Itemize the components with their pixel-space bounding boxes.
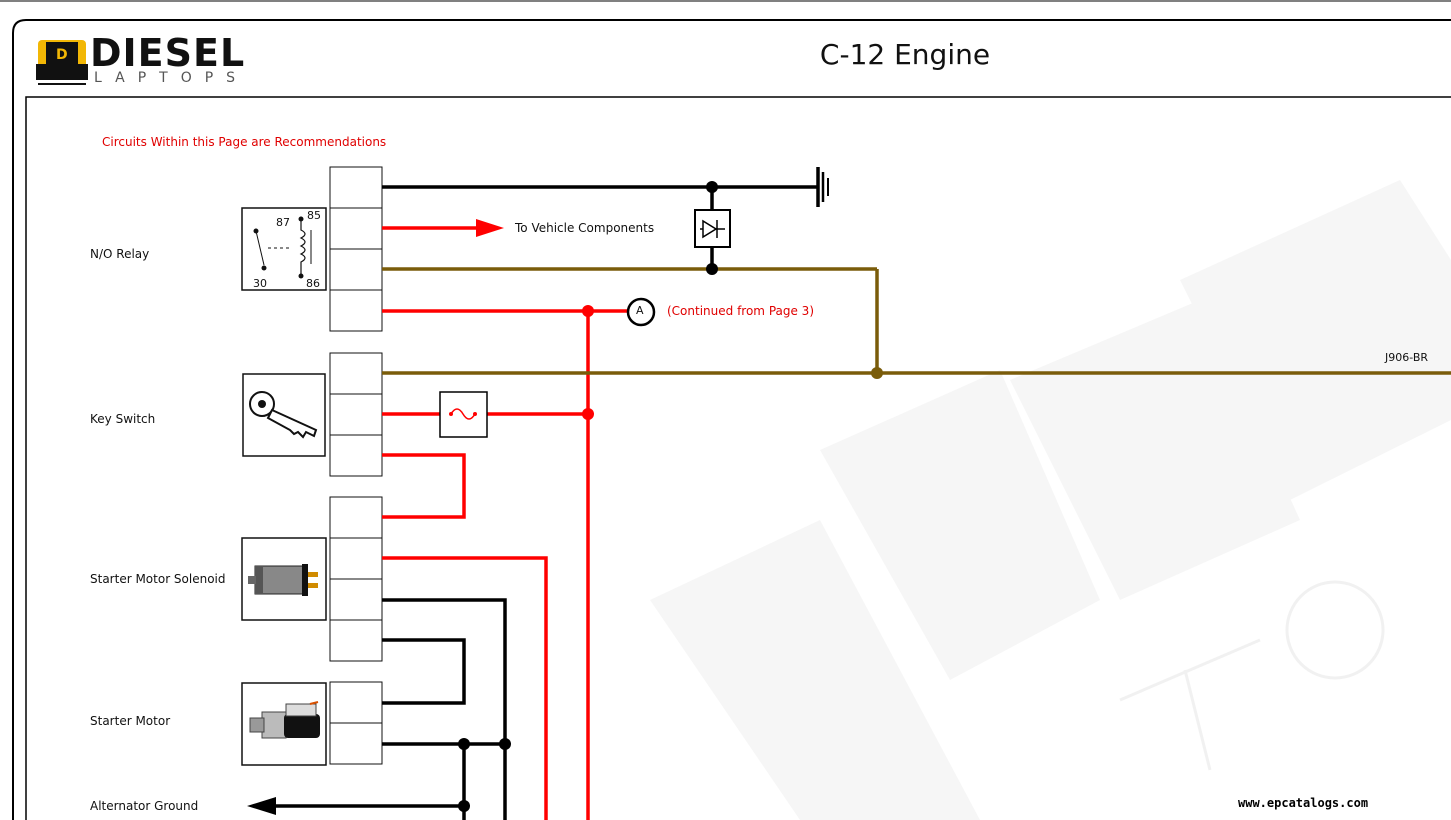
notice-text: Circuits Within this Page are Recommenda… — [102, 135, 387, 149]
relay-label: N/O Relay — [90, 247, 150, 261]
fuse-icon — [439, 391, 488, 438]
arrow-left-icon — [247, 797, 276, 815]
starter-motor-label: Starter Motor — [90, 714, 171, 728]
power-wires — [382, 226, 628, 820]
logo-wordmark: DIESEL — [90, 31, 246, 75]
arrow-right-icon — [476, 219, 504, 237]
relay-pin-87: 87 — [276, 216, 290, 229]
to-vehicle-label: To Vehicle Components — [515, 221, 655, 235]
svg-text:D: D — [56, 47, 68, 63]
solenoid-label: Starter Motor Solenoid — [90, 572, 226, 586]
junction-dots — [458, 181, 883, 812]
relay-icon — [241, 207, 327, 291]
key-switch-label: Key Switch — [90, 412, 156, 426]
background-watermark — [650, 180, 1451, 820]
diode-icon — [694, 209, 731, 248]
connector-blocks — [329, 166, 383, 765]
alternator-ground-label: Alternator Ground — [90, 799, 199, 813]
solenoid-icon — [241, 537, 327, 621]
relay-pin-86: 86 — [306, 277, 320, 290]
wire-id-label: J906-BR — [1385, 351, 1429, 364]
signal-wires — [382, 267, 1451, 375]
inner-frame — [25, 96, 1451, 820]
ground-symbol-icon — [816, 167, 829, 207]
logo-icon: D — [36, 40, 88, 85]
continued-label: (Continued from Page 3) — [667, 304, 814, 318]
connector-a-icon — [626, 297, 656, 327]
outer-frame — [12, 19, 1451, 820]
starter-motor-icon — [241, 682, 327, 766]
logo-subtitle: LAPTOPS — [94, 70, 249, 86]
key-switch-icon — [242, 373, 326, 457]
watermark-url: www.epcatalogs.com — [1238, 796, 1369, 810]
relay-pin-85: 85 — [307, 209, 321, 222]
connector-a-label: A — [636, 304, 644, 317]
page-title: C-12 Engine — [819, 38, 991, 71]
relay-pin-30: 30 — [253, 277, 267, 290]
